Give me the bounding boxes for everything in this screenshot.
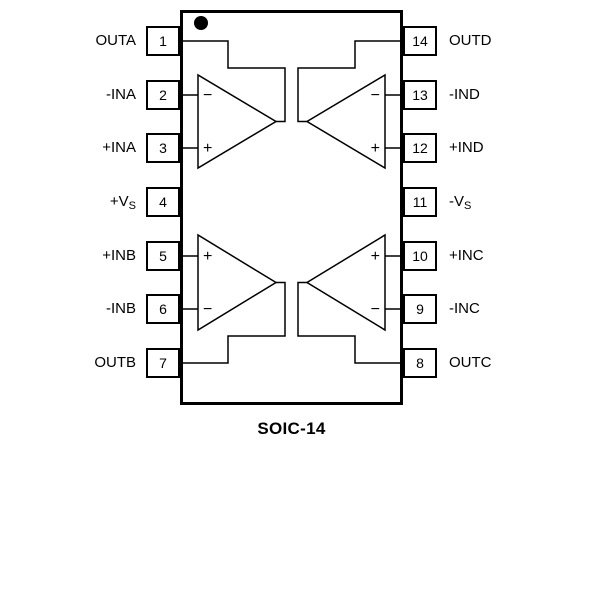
pin-label-text: OUTD <box>449 32 492 49</box>
pin-label-neg-vs: -VS <box>449 192 569 212</box>
pin-box-12: 12 <box>403 133 437 163</box>
pin-label-text: -IND <box>449 86 480 103</box>
pin-label-subscript: S <box>128 200 136 212</box>
pin-box-13: 13 <box>403 80 437 110</box>
pin-label-text: -INC <box>449 300 480 317</box>
pin-label-text: OUTC <box>449 354 492 371</box>
pin-label-text: +V <box>109 193 129 210</box>
pin-box-3: 3 <box>146 133 180 163</box>
pin-label-pos-inc: +INC <box>449 246 569 266</box>
pin-box-2: 2 <box>146 80 180 110</box>
pin-label-text: +INB <box>102 247 136 264</box>
pin-box-7: 7 <box>146 348 180 378</box>
pin-label-neg-inb: -INB <box>30 299 136 319</box>
pin-label-text: -INB <box>106 300 136 317</box>
pin-label-pos-ina: +INA <box>30 138 136 158</box>
pin-box-11: 11 <box>403 187 437 217</box>
pin-label-text: OUTB <box>94 354 136 371</box>
pin-label-text: +IND <box>449 139 484 156</box>
pin-label-text: -INA <box>106 86 136 103</box>
pin-box-1: 1 <box>146 26 180 56</box>
package-caption: SOIC-14 <box>257 419 326 438</box>
pin-label-pos-ind: +IND <box>449 138 569 158</box>
pin-label-subscript: S <box>464 200 472 212</box>
pin-label-neg-ind: -IND <box>449 85 569 105</box>
pin-label-outc: OUTC <box>449 353 569 373</box>
chip-body <box>180 10 403 405</box>
pin-label-neg-ina: -INA <box>30 85 136 105</box>
pin-box-10: 10 <box>403 241 437 271</box>
pin-box-5: 5 <box>146 241 180 271</box>
pin-label-text: +INC <box>449 247 484 264</box>
pin-box-6: 6 <box>146 294 180 324</box>
pin-label-pos-inb: +INB <box>30 246 136 266</box>
pin-box-14: 14 <box>403 26 437 56</box>
pin-box-8: 8 <box>403 348 437 378</box>
pin-label-text: +INA <box>102 139 136 156</box>
pin-label-outa: OUTA <box>30 31 136 51</box>
pin-label-text: -V <box>449 193 464 210</box>
pin-box-9: 9 <box>403 294 437 324</box>
pin-label-neg-inc: -INC <box>449 299 569 319</box>
pin-label-pos-vs: +VS <box>30 192 136 212</box>
pin-label-outd: OUTD <box>449 31 569 51</box>
pin-box-4: 4 <box>146 187 180 217</box>
pin-label-outb: OUTB <box>30 353 136 373</box>
pin-label-text: OUTA <box>95 32 136 49</box>
